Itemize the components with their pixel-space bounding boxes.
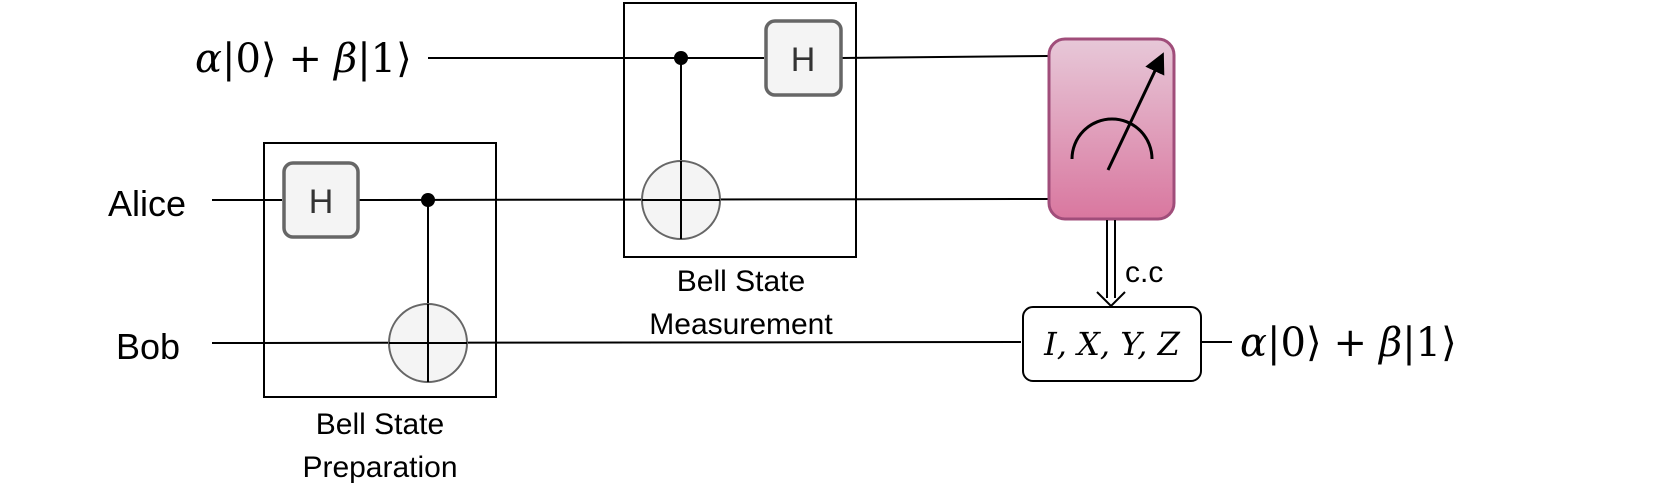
wire-input-qubit-after-h [840, 55, 1049, 59]
alice-label: Alice [108, 183, 186, 224]
measurement-box [1047, 37, 1176, 221]
input-plus: + [289, 36, 323, 82]
meter-icon [1070, 52, 1165, 171]
cnot-meas-control-dot [674, 51, 688, 65]
hadamard-gate-alice-label: H [309, 183, 334, 221]
bell-state-preparation-caption-line2: Preparation [302, 451, 457, 484]
classical-channel-label: c.c [1125, 256, 1163, 289]
bell-state-preparation-box [263, 142, 497, 398]
bell-state-preparation-caption-line1: Bell State [316, 408, 444, 441]
output-beta: β [1377, 320, 1402, 366]
correction-gate-label: I, X, Y, Z [1043, 325, 1180, 363]
input-ket1: |1⟩ [357, 36, 412, 82]
input-beta: β [332, 36, 357, 82]
input-state-label: α|0⟩ +β|1⟩ [195, 36, 412, 82]
cnot-meas-target [641, 160, 721, 240]
cnot-prep-target [388, 303, 468, 383]
output-alpha: α [1240, 320, 1267, 366]
output-ket1: |1⟩ [1402, 320, 1457, 366]
cnot-prep-control-dot [421, 193, 435, 207]
classical-channel [1096, 220, 1126, 308]
output-ket0: |0⟩ [1267, 320, 1322, 366]
wire-bob [211, 341, 1022, 344]
output-state-label: α|0⟩ +β|1⟩ [1240, 320, 1457, 366]
input-ket0: |0⟩ [222, 36, 277, 82]
correction-gate: I, X, Y, Z [1022, 306, 1202, 382]
bell-state-measurement-caption-line2: Measurement [649, 308, 833, 341]
bob-label: Bob [116, 326, 180, 367]
output-plus: + [1334, 320, 1368, 366]
bell-state-measurement-box [623, 2, 857, 258]
input-alpha: α [195, 36, 222, 82]
hadamard-gate-alice: H [282, 161, 360, 239]
hadamard-gate-input: H [764, 19, 843, 97]
hadamard-gate-input-label: H [791, 41, 816, 79]
bell-state-measurement-caption-line1: Bell State [677, 265, 805, 298]
